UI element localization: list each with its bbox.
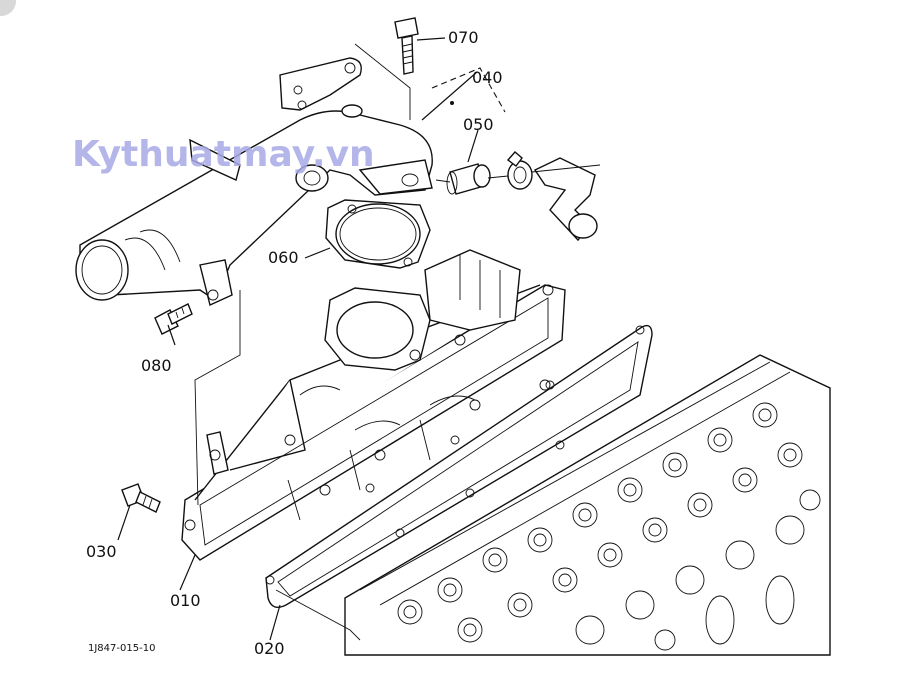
callout-020: 020 <box>254 639 285 658</box>
drawing-code: 1J847-015-10 <box>88 643 155 654</box>
callout-040: 040 <box>472 68 503 87</box>
cylinder-head <box>344 354 831 656</box>
callout-070: 070 <box>448 28 479 47</box>
callout-060: 060 <box>268 248 299 267</box>
watermark: Kythuatmay.vn <box>72 134 375 175</box>
gasket-020 <box>265 324 653 608</box>
leader-lines <box>117 37 601 641</box>
callout-050: 050 <box>463 115 494 134</box>
intake-manifold-010 <box>181 249 566 561</box>
callout-030: 030 <box>86 542 117 561</box>
bolt-030 <box>121 483 161 513</box>
callout-080: 080 <box>141 356 172 375</box>
callout-010: 010 <box>170 591 201 610</box>
bolt-080 <box>154 303 193 335</box>
water-hose <box>533 157 598 242</box>
nipple-050 <box>446 163 491 195</box>
hose-clamp <box>506 151 533 190</box>
water-pipe-040 <box>75 57 433 306</box>
bolt-070 <box>394 17 419 75</box>
gasket-060 <box>325 199 431 269</box>
